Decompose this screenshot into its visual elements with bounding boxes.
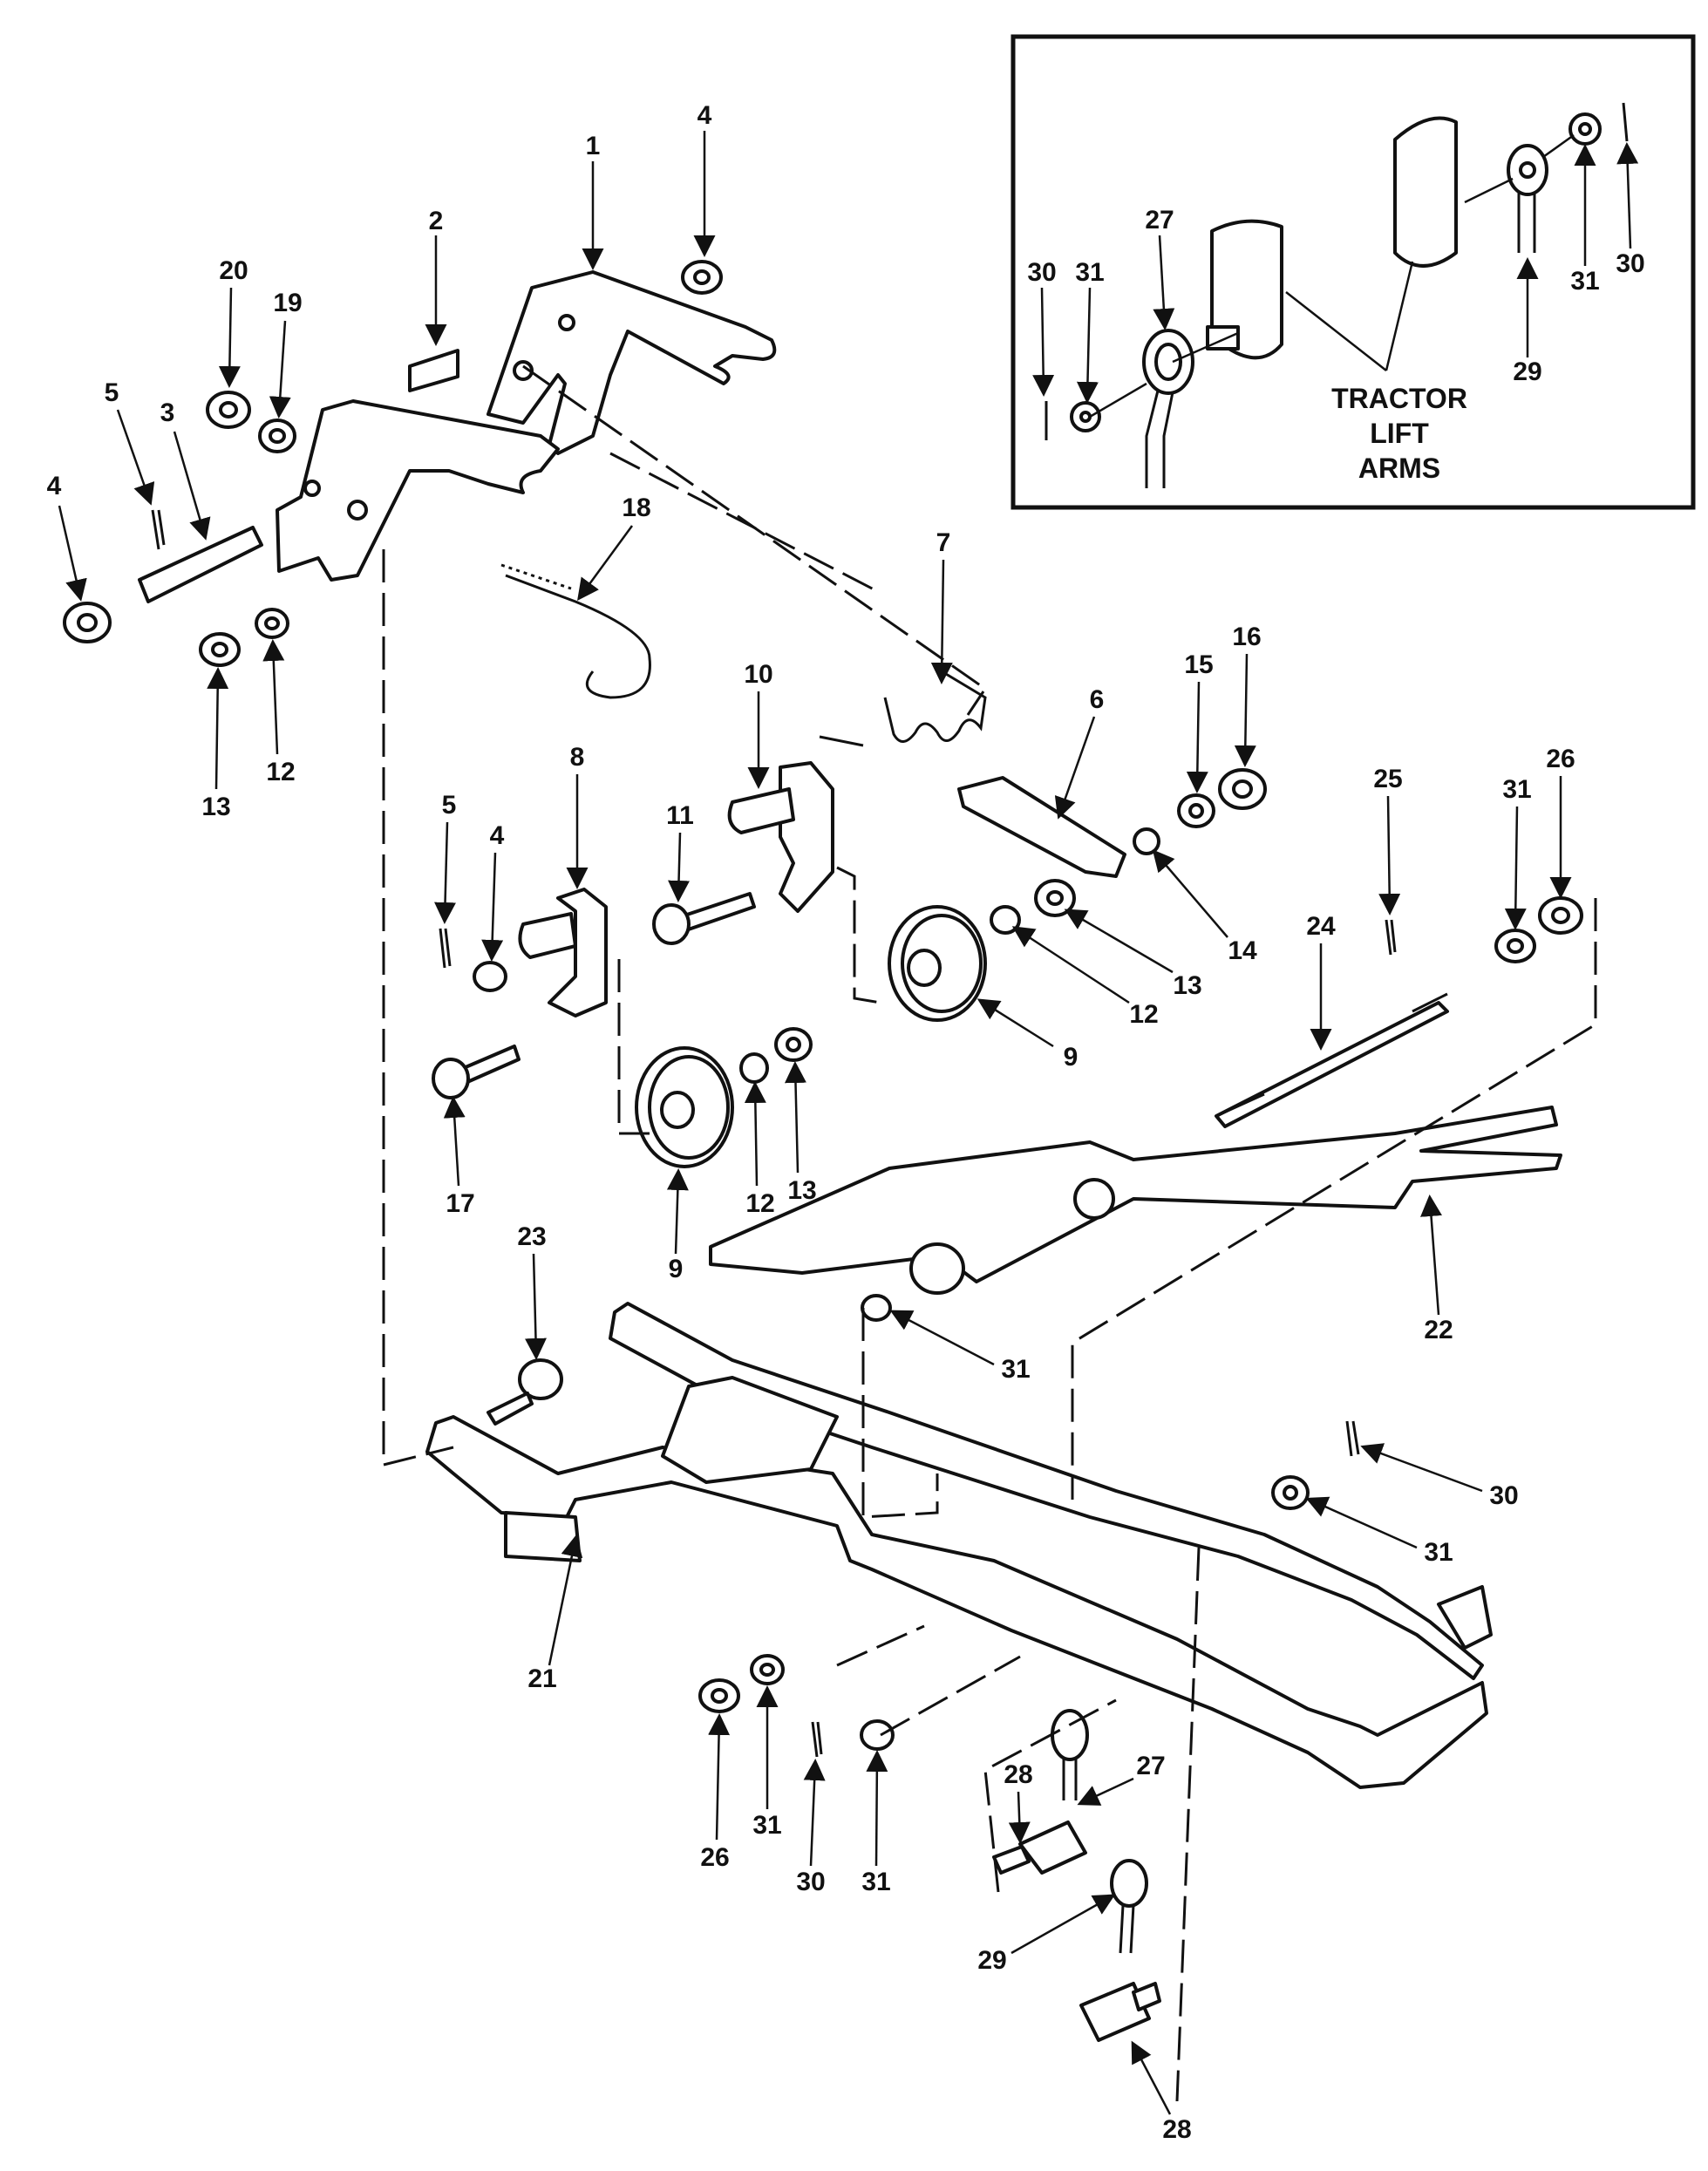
callout-30-inset-right: 30 xyxy=(1616,249,1644,278)
callout-29-inset: 29 xyxy=(1513,357,1541,386)
callout-30-low: 30 xyxy=(796,1868,825,1896)
inset-tractor-lift-arms: TRACTOR LIFT ARMS 30 31 27 29 31 30 xyxy=(1011,34,1696,510)
callout-31-low-left: 31 xyxy=(752,1811,781,1840)
callout-13-low: 13 xyxy=(787,1176,816,1205)
callout-10: 10 xyxy=(744,660,772,689)
callout-30-inset-left: 30 xyxy=(1027,258,1056,287)
callout-12-low: 12 xyxy=(745,1189,774,1218)
callout-25: 25 xyxy=(1373,765,1402,793)
callout-31-low: 31 xyxy=(861,1868,890,1896)
callout-31-right: 31 xyxy=(1502,775,1531,804)
callout-5-mid: 5 xyxy=(442,791,457,820)
callout-27-inset: 27 xyxy=(1145,206,1174,235)
callout-16: 16 xyxy=(1232,623,1261,651)
callout-14: 14 xyxy=(1228,936,1257,965)
callout-13-mid: 13 xyxy=(1173,971,1201,1000)
callout-19: 19 xyxy=(273,289,302,317)
callout-17: 17 xyxy=(446,1189,474,1218)
callout-29-low: 29 xyxy=(977,1946,1006,1975)
callout-5-top: 5 xyxy=(105,378,119,407)
callout-4-left: 4 xyxy=(47,472,62,500)
callout-18: 18 xyxy=(622,493,650,522)
callout-8: 8 xyxy=(570,743,585,772)
caption-line-3: ARMS xyxy=(1358,453,1440,484)
callout-23: 23 xyxy=(517,1222,546,1251)
callouts: 1 2 4 20 19 5 3 4 18 12 13 7 10 6 16 15 … xyxy=(47,101,1575,2144)
callout-4-top: 4 xyxy=(697,101,712,130)
callout-6: 6 xyxy=(1090,685,1105,714)
callout-12-mid: 12 xyxy=(1129,1000,1158,1029)
callout-26-low: 26 xyxy=(700,1843,729,1872)
callout-4-mid: 4 xyxy=(490,821,505,850)
callout-3: 3 xyxy=(160,398,175,427)
callout-12-top: 12 xyxy=(266,758,295,786)
callout-30-right: 30 xyxy=(1489,1481,1518,1510)
callout-24: 24 xyxy=(1306,912,1336,941)
main-assembly xyxy=(63,260,1597,2102)
callout-31-inset-left: 31 xyxy=(1075,258,1104,287)
callout-31-inset-right: 31 xyxy=(1570,267,1599,296)
callout-28-mid: 28 xyxy=(1004,1760,1032,1789)
callout-13-top: 13 xyxy=(201,793,230,821)
callout-7: 7 xyxy=(936,528,951,557)
callout-20: 20 xyxy=(219,256,248,285)
callout-21: 21 xyxy=(527,1664,556,1693)
callout-22: 22 xyxy=(1424,1316,1453,1344)
callout-26-right: 26 xyxy=(1546,745,1575,773)
callout-1: 1 xyxy=(586,132,601,160)
caption-line-1: TRACTOR xyxy=(1331,383,1467,414)
callout-11: 11 xyxy=(666,801,694,830)
callout-9-upper: 9 xyxy=(1064,1043,1079,1072)
callout-31-mid: 31 xyxy=(1001,1355,1030,1384)
caption-line-2: LIFT xyxy=(1370,418,1429,449)
callout-27-low: 27 xyxy=(1136,1752,1165,1780)
callout-28-bottom: 28 xyxy=(1162,2115,1191,2144)
callout-9-lower: 9 xyxy=(669,1255,684,1283)
callout-15: 15 xyxy=(1184,650,1213,679)
callout-31-right-low: 31 xyxy=(1424,1538,1453,1567)
callout-2: 2 xyxy=(429,207,444,235)
